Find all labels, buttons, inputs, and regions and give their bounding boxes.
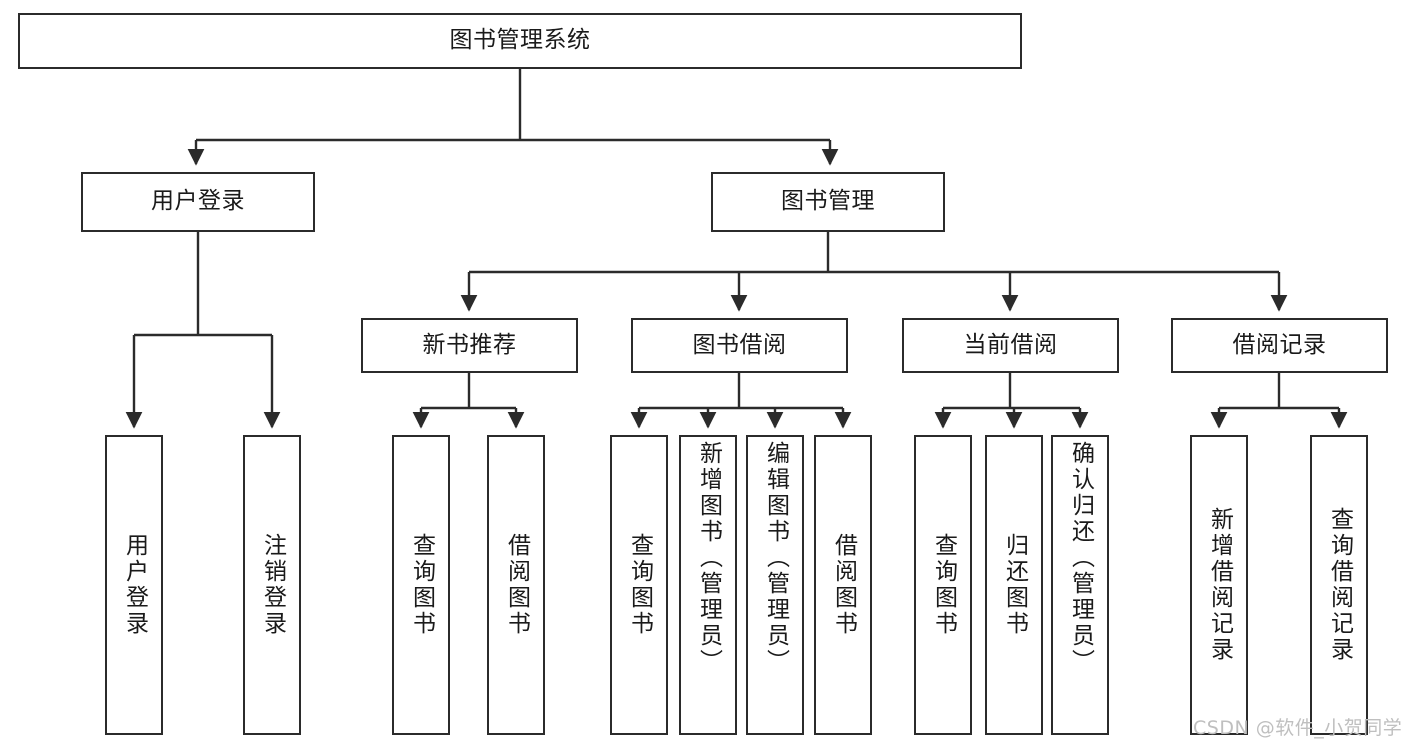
node-level3-new-book-recommend-label: 新书推荐: [422, 331, 517, 358]
node-level3-borrow-records[interactable]: 借阅记录: [1171, 318, 1388, 373]
node-root[interactable]: 图书管理系统: [18, 13, 1022, 69]
node-level3-current-borrow-label: 当前借阅: [963, 331, 1058, 358]
leaf-add-book-admin[interactable]: 新增图书（管理员）: [679, 435, 737, 735]
leaf-borrow-book-recommend[interactable]: 借阅图书: [487, 435, 545, 735]
leaf-confirm-return-admin-label: 确认归还（管理员）: [1067, 441, 1094, 675]
leaf-query-book-current-label: 查询图书: [930, 533, 957, 637]
leaf-query-book-current[interactable]: 查询图书: [914, 435, 972, 735]
leaf-borrow-book-label: 借阅图书: [830, 533, 857, 637]
leaf-user-login-label: 用户登录: [121, 533, 148, 637]
leaf-query-book-recommend[interactable]: 查询图书: [392, 435, 450, 735]
csdn-watermark: CSDN @软件_小贺同学: [1193, 717, 1403, 739]
leaf-add-borrow-record-label: 新增借阅记录: [1206, 507, 1233, 663]
leaf-add-book-admin-label: 新增图书（管理员）: [695, 441, 722, 675]
node-level3-book-borrow[interactable]: 图书借阅: [631, 318, 848, 373]
node-level2-book-management-label: 图书管理: [781, 188, 875, 215]
node-level3-new-book-recommend[interactable]: 新书推荐: [361, 318, 578, 373]
leaf-edit-book-admin-label: 编辑图书（管理员）: [762, 441, 789, 675]
leaf-add-borrow-record[interactable]: 新增借阅记录: [1190, 435, 1248, 735]
leaf-query-book-borrow-label: 查询图书: [626, 533, 653, 637]
node-root-label: 图书管理系统: [449, 27, 591, 54]
node-level3-current-borrow[interactable]: 当前借阅: [902, 318, 1119, 373]
leaf-borrow-book-recommend-label: 借阅图书: [503, 533, 530, 637]
node-level3-borrow-records-label: 借阅记录: [1232, 331, 1327, 358]
leaf-logout[interactable]: 注销登录: [243, 435, 301, 735]
leaf-user-login[interactable]: 用户登录: [105, 435, 163, 735]
leaf-confirm-return-admin[interactable]: 确认归还（管理员）: [1051, 435, 1109, 735]
node-level2-book-management[interactable]: 图书管理: [711, 172, 945, 232]
node-level3-book-borrow-label: 图书借阅: [692, 331, 787, 358]
leaf-query-book-recommend-label: 查询图书: [408, 533, 435, 637]
node-level2-user-login-label: 用户登录: [151, 188, 245, 215]
leaf-borrow-book[interactable]: 借阅图书: [814, 435, 872, 735]
leaf-return-book[interactable]: 归还图书: [985, 435, 1043, 735]
leaf-return-book-label: 归还图书: [1001, 533, 1028, 637]
leaf-query-book-borrow[interactable]: 查询图书: [610, 435, 668, 735]
node-level2-user-login[interactable]: 用户登录: [81, 172, 315, 232]
leaf-query-borrow-record[interactable]: 查询借阅记录: [1310, 435, 1368, 735]
leaf-edit-book-admin[interactable]: 编辑图书（管理员）: [746, 435, 804, 735]
leaf-logout-label: 注销登录: [259, 533, 286, 637]
leaf-query-borrow-record-label: 查询借阅记录: [1326, 507, 1353, 663]
